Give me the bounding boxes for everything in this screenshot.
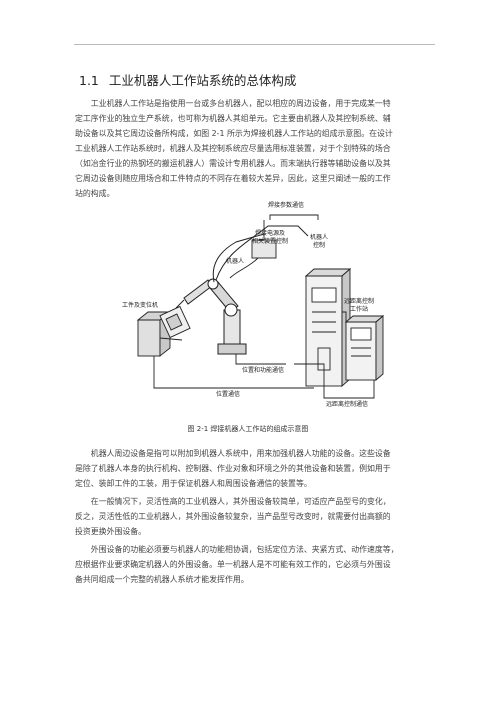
robot-arm	[175, 225, 309, 355]
label-power-source: 焊接电源及 相关装置控制	[252, 230, 289, 245]
section-number: 1.1	[79, 73, 99, 88]
text-line: 工业机器人工作站是指使用一台或多台机器人，配以相应的周边设备，用于完成某一特	[90, 99, 391, 108]
text-line: （如冶金行业的热钢坯的搬运机器人）需设计专用机器人。而末端执行器等辅助设备以及其	[75, 159, 391, 168]
text-line: 定位、装卸工件的工装，用于保证机器人和周围设备通信的装置等。	[75, 479, 312, 488]
workpiece-positioner	[136, 305, 191, 357]
text-line: 是除了机器人本身的执行机构、控制器、作业对象和环境之外的其他设备和装置，例如用于	[75, 464, 391, 473]
text-line: 反之，灵活性低的工业机器人，其外围设备较复杂，当产品型号改变时，就需要付出高额的	[75, 512, 391, 521]
section-heading: 1.1 工业机器人工作站系统的总体构成	[79, 70, 296, 89]
section-title: 工业机器人工作站系统的总体构成	[108, 73, 297, 88]
text-line: 外围设备的功能必须要与机器人的功能相协调，包括定位方法、夹紧方式、动作速度等，	[90, 545, 399, 554]
text-line: 在一般情况下，灵活性高的工业机器人，其外围设备较简单，可适应产品型号的变化，	[90, 497, 391, 506]
figure-drawing	[136, 214, 385, 399]
text-line: 备共同组成一个完整的机器人系统才能发挥作用。	[75, 575, 249, 584]
pos-func-line-right	[294, 363, 325, 386]
label-weld-param: 焊接参数通信	[268, 202, 305, 209]
label-pos-func-comm: 位置和功能通信	[242, 367, 285, 374]
text-line: 站的构成。	[75, 189, 115, 198]
weld-param-line	[269, 214, 319, 220]
text-line: 助设备以及其它周边设备所构成，如图 2-1 所示为焊接机器人工作站的组成示意图。…	[75, 129, 393, 138]
controller-remote-link	[342, 311, 347, 322]
remote-comm-line	[323, 380, 375, 399]
power-cable	[229, 257, 259, 279]
welding-workstation-figure: 焊接参数通信 焊接电源及 相关装置控制 机器人 控制 机器人 工件及变位机 远距…	[118, 202, 388, 417]
robot-controller-cabinet	[304, 268, 352, 387]
intro-paragraph: 工业机器人工作站是指使用一台或多台机器人，配以相应的周边设备，用于完成某一特 定…	[75, 96, 431, 201]
figure-caption: 图 2-1 焊接机器人工作站的组成示意图	[187, 425, 309, 433]
text-line: 机器人周边设备是指可以附加到机器人系统中，用来加强机器人功能的设备。这些设备	[90, 449, 391, 458]
paragraph-peripherals: 机器人周边设备是指可以附加到机器人系统中，用来加强机器人功能的设备。这些设备 是…	[75, 446, 431, 491]
text-line: 它周边设备则随应用场合和工件特点的不同存在着较大差异，因此，这里只阐述一般的工作	[75, 174, 391, 183]
position-comm-line	[153, 356, 314, 389]
label-position-comm: 位置通信	[216, 391, 241, 398]
label-remote-station: 远距离控制 工作站	[344, 298, 375, 313]
text-line: 工业机器人工作站系统时，机器人及其控制系统应尽量选用标准装置，对于个别特殊的场合	[75, 144, 391, 153]
text-line: 定工序作业的独立生产系统，也可称为机器人其组单元。它主要由机器人及其控制系统、辅	[75, 114, 391, 123]
label-robot: 机器人	[226, 258, 245, 265]
remote-control-station	[344, 315, 385, 381]
paragraph-flexibility: 在一般情况下，灵活性高的工业机器人，其外围设备较简单，可适应产品型号的变化， 反…	[75, 494, 431, 539]
label-robot-control: 机器人 控制	[310, 234, 329, 249]
label-positioner: 工件及变位机	[122, 302, 159, 309]
paragraph-coordination: 外围设备的功能必须要与机器人的功能相协调，包括定位方法、夹紧方式、动作速度等， …	[75, 542, 431, 587]
label-remote-comm: 远距离控制通信	[326, 401, 369, 408]
text-line: 投资更换外围设备。	[75, 527, 147, 536]
pos-func-line-left	[235, 354, 286, 365]
header-rule	[74, 44, 435, 45]
text-line: 应根据作业要求确定机器人的外围设备。单一机器人是不可能有效工作的，它必须与外围设	[75, 560, 391, 569]
